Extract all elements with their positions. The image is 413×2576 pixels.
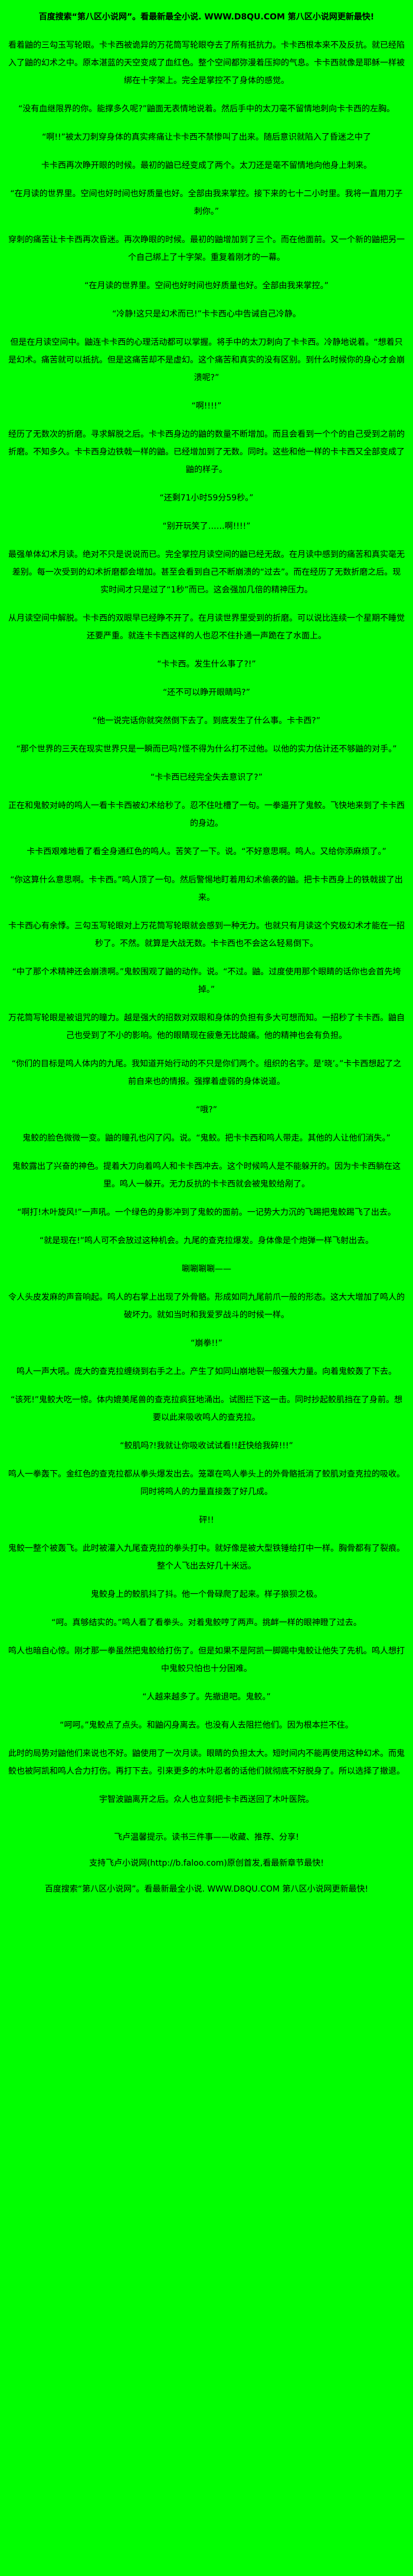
novel-paragraph: 鸣人也暗自心惊。刚才那一拳虽然把鬼鲛给打伤了。但是如果不是阿凯一脚踢中鬼鲛让他失… [8, 1646, 405, 1674]
novel-paragraph: “就是现在!”鸣人可不会放过这种机会。九尾的查克拉爆发。身体像是个炮弹一样飞射出… [39, 1236, 374, 1246]
footer-promo-line: 百度搜索“第八区小说网”。看最新最全小说. WWW.D8QU.COM 第八区小说… [44, 1885, 369, 1894]
novel-paragraph: “哦?” [196, 1105, 217, 1115]
novel-paragraph: 但是在月读空间中。鼬连卡卡西的心理活动都可以掌握。将手中的太刀刺向了卡卡西。冷静… [8, 338, 405, 383]
novel-paragraph: “中了那个术精神还会崩溃啊。”鬼鲛围观了鼬的动作。说。“不过。鼬。过度使用那个眼… [12, 967, 401, 994]
novel-paragraph: “啊!!”被太刀刺穿身体的真实疼痛让卡卡西不禁惨叫了出来。随后意识就陷入了昏迷之… [42, 133, 371, 142]
footer: 飞卢温馨提示。读书三件事——收藏、推荐、分享! 支持飞卢小说网(http://b… [8, 1829, 405, 1898]
novel-paragraph: “还不可以睁开眼睛吗?” [163, 688, 250, 697]
novel-paragraph: “在月读的世界里。空间也好时间也好质量也好。全部由我来掌控。接下来的七十二小时里… [10, 189, 403, 216]
footer-support-line: 支持飞卢小说网(http://b.faloo.com)原创首发,看最新章节最快! [89, 1859, 324, 1868]
novel-paragraph: 从月读空间中解脱。卡卡西的双眼早已经睁不开了。在月读世界里受到的折磨。可以说比连… [8, 614, 405, 641]
novel-paragraph: “崩拳!!” [191, 1339, 222, 1348]
novel-paragraph: 此时的局势对鼬他们来说也不好。鼬使用了一次月读。眼睛的负担太大。短时间内不能再使… [8, 1749, 405, 1776]
novel-paragraph: “冷静!这只是幻术而已!”卡卡西心中告诫自己冷静。 [112, 309, 301, 319]
novel-paragraph: “该死!”鬼鲛大吃一惊。体内媲美尾兽的查克拉疯狂地涌出。试图拦下这一击。同时抄起… [10, 1395, 403, 1422]
novel-paragraph: 穿刺的痛苦让卡卡西再次昏迷。再次睁眼的时候。最初的鼬增加到了三个。而在他面前。又… [8, 235, 405, 262]
novel-paragraph: 正在和鬼鲛对峙的鸣人一看卡卡西被幻术给秒了。忍不住吐槽了一句。一拳逼开了鬼鲛。飞… [8, 801, 405, 828]
novel-paragraph: 万花筒写轮眼是被诅咒的瞳力。越是强大的招数对双眼和身体的负担有多大可想而知。一招… [8, 1013, 405, 1040]
header-promo-line: 百度搜索“第八区小说网”。看最新最全小说. WWW.D8QU.COM 第八区小说… [38, 12, 375, 22]
novel-paragraph: 宇智波鼬离开之后。众人也立刻把卡卡西送回了木叶医院。 [99, 1795, 314, 1804]
novel-paragraph: 砰!! [199, 1516, 214, 1525]
novel-paragraph: “他一说完话你就突然倒下去了。到底发生了什么事。卡卡西?” [93, 716, 320, 726]
novel-paragraph: “啊!!!!” [191, 401, 222, 411]
novel-paragraph: 令人头皮发麻的声音响起。鸣人的右掌上出现了外骨骼。形成如同九尾前爪一般的形态。这… [8, 1293, 405, 1320]
novel-paragraph: 鬼鲛一整个被轰飞。此时被灌入九尾查克拉的拳头打中。就好像是被大型铁锤给打中一样。… [8, 1544, 405, 1571]
novel-paragraph: “那个世界的三天在现实世界只是一瞬而已吗?怪不得为什么打不过他。以他的实力估计还… [16, 745, 397, 754]
novel-paragraph: “别开玩笑了……啊!!!!” [162, 522, 251, 531]
novel-paragraph: “卡卡西已经完全失去意识了?” [150, 773, 263, 782]
novel-paragraph: “鲛肌吗?!我就让你吸收试试看!!赶快给我碎!!!” [120, 1441, 293, 1451]
novel-content: 看着鼬的三勾玉写轮眼。卡卡西被诡异的万花筒写轮眼夺去了所有抵抗力。卡卡西根本来不… [8, 37, 405, 1809]
novel-paragraph: 卡卡西再次睁开眼的时候。最初的鼬已经变成了两个。太刀还是毫不留情地向他身上刺来。 [41, 161, 372, 170]
novel-paragraph: 最强单体幻术月读。绝对不只是说说而已。完全掌控月读空间的鼬已经无敌。在月读中感到… [8, 550, 405, 595]
novel-paragraph: “还剩71小时59分59秒。” [159, 493, 254, 503]
novel-paragraph: “没有血继限界的你。能撑多久呢?”鼬面无表情地说着。然后手中的太刀毫不留情地刺向… [18, 104, 395, 114]
novel-paragraph: “你这算什么意思啊。卡卡西。”鸣人顶了一句。然后警惕地盯着用幻术偷袭的鼬。把卡卡… [10, 875, 403, 902]
novel-paragraph: “啊打!木叶旋风!”一声吼。一个绿色的身影冲到了鬼鲛的面前。一记势大力沉的飞踢把… [17, 1208, 396, 1217]
novel-paragraph: “呵。真够结实的。”鸣人看了看拳头。对着鬼鲛哼了两声。挑衅一样的眼神瞪了过去。 [51, 1618, 362, 1628]
novel-paragraph: “在月读的世界里。空间也好时间也好质量也好。全部由我来掌控。” [84, 281, 329, 291]
novel-paragraph: 唰唰唰唰—— [182, 1264, 231, 1274]
novel-paragraph: 鬼鲛的脸色微微一变。鼬的瞳孔也闪了闪。说。“鬼鲛。把卡卡西和鸣人带走。其他的人让… [22, 1134, 391, 1143]
novel-paragraph: 卡卡西艰难地看了看全身通红色的鸣人。苦笑了一下。说。“不好意思啊。鸣人。又给你添… [27, 847, 386, 857]
novel-paragraph: 鸣人一声大吼。庞大的查克拉缠绕到右手之上。产生了如同山崩地裂一般强大力量。向着鬼… [17, 1367, 396, 1376]
novel-paragraph: 看着鼬的三勾玉写轮眼。卡卡西被诡异的万花筒写轮眼夺去了所有抵抗力。卡卡西根本来不… [8, 41, 405, 85]
novel-paragraph: “卡卡西。发生什么事了?!” [157, 660, 256, 669]
novel-paragraph: “人越来越多了。先撤退吧。鬼鲛。” [142, 1692, 271, 1702]
novel-paragraph: 卡卡西心有余悸。三勾玉写轮眼对上万花筒写轮眼就会感到一种无力。也就只有月读这个究… [8, 921, 405, 948]
novel-paragraph: 鸣人一拳轰下。金红色的查克拉都从拳头爆发出去。笼罩在鸣人拳头上的外骨骼抵消了鲛肌… [8, 1470, 405, 1497]
novel-paragraph: 鬼鲛身上的鲛肌抖了抖。他一个骨碌爬了起来。样子狼狈之极。 [91, 1590, 322, 1599]
footer-tip-line: 飞卢温馨提示。读书三件事——收藏、推荐、分享! [114, 1833, 299, 1842]
novel-paragraph: 鬼鲛露出了兴奋的神色。提着大刀向着鸣人和卡卡西冲去。这个时候鸣人是不能躲开的。因… [12, 1162, 401, 1189]
novel-paragraph: “你们的目标是鸣人体内的九尾。我知道开始行动的不只是你们两个。组织的名字。是‘晓… [11, 1059, 402, 1086]
novel-paragraph: “呵呵。”鬼鲛点了点头。和鼬闪身离去。也没有人去阻拦他们。因为根本拦不住。 [60, 1721, 353, 1730]
novel-paragraph: 经历了无数次的折磨。寻求解脱之后。卡卡西身边的鼬的数量不断增加。而且会看到一个个… [8, 430, 405, 475]
